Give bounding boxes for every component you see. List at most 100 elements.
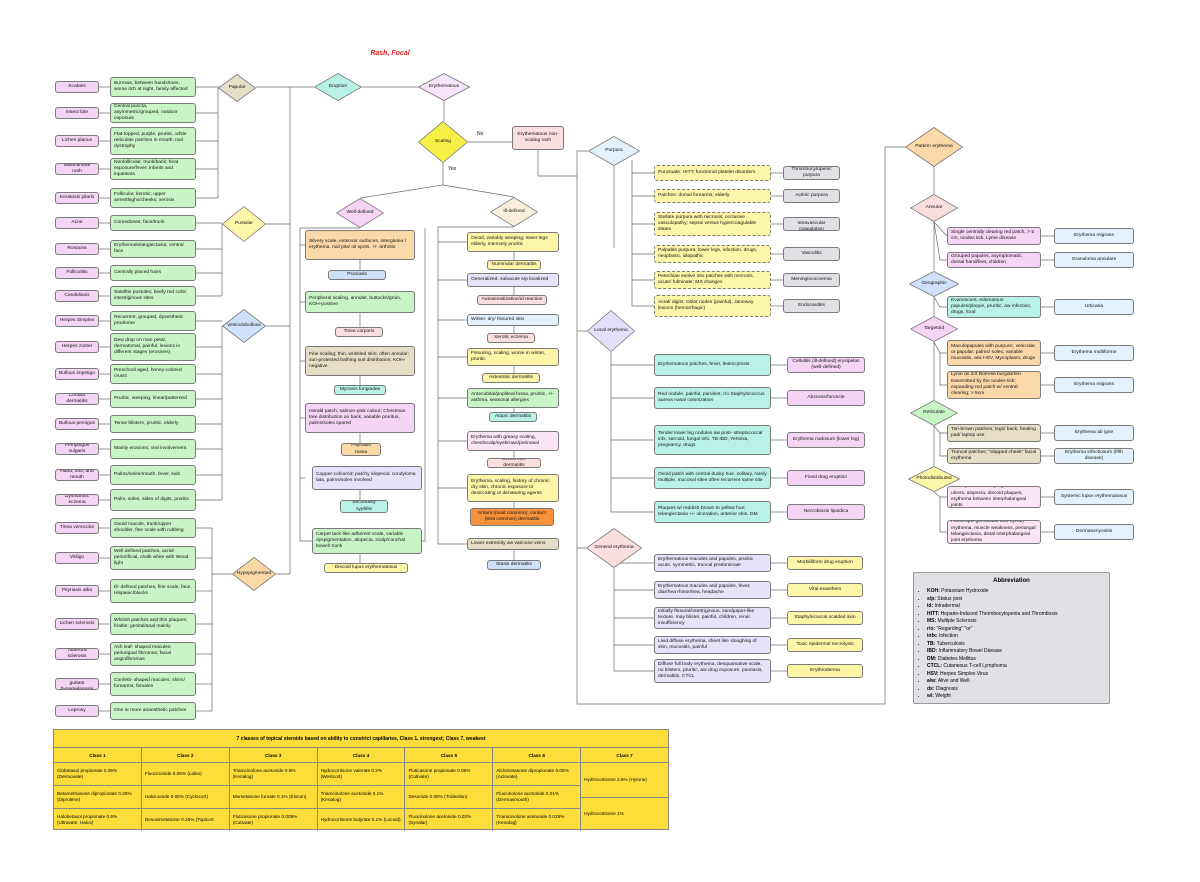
steroid-cell: Triamcinolone acetonide 0.025% (Kenalog) [496, 814, 565, 825]
id-dx-7: Stasis dermatitis [487, 560, 541, 570]
abbreviation-item: DM: Diabetes Mellitus [927, 656, 1103, 664]
abbreviation-key: HITT: [927, 610, 940, 617]
local-dx-0: Cellulitis (ill-defined) erysipelas (wel… [787, 357, 865, 373]
general-dx-0: Morbilliform drug eruption [787, 556, 863, 570]
wd-dx-2: Mycosis fungoides [334, 385, 386, 395]
steroid-cell: Hydrocortisone 1% [584, 811, 624, 817]
steroid-cell: Halcinonide 0.05% (Cyclocort) [141, 786, 229, 809]
wd-desc-5: Carpet tack-like adherent scale, variabl… [312, 528, 422, 554]
vesiculobullous-diamond: Vesiculobullous [222, 309, 266, 343]
steroid-cell: Triamcinolone acetonide 0.1% (Kenalog) [317, 786, 405, 809]
pattern-dx-7: Systemic lupus erythematosus [1054, 489, 1134, 505]
purpura-dx-0: Thrombocytopenic purpura [783, 166, 840, 180]
local-desc-0: Erythematous patches, fever, leukocytosi… [654, 354, 771, 376]
steroid-class-header: Class 2 [141, 748, 229, 763]
left-desc-3: Nonfollicular, trunk/back; heat exposure… [110, 158, 196, 180]
connector [537, 150, 588, 177]
left-desc-1: Central puncta, asymmetric/grouped, outd… [110, 103, 196, 123]
abbreviation-item: id: Intradermal [927, 603, 1103, 611]
connector [939, 353, 947, 386]
wd-dx-1: Tinea corporis [335, 327, 383, 337]
abbreviation-item: a/w: Alive and Well [927, 678, 1103, 686]
pattern-dx-4: Erythema migrans [1054, 377, 1134, 393]
connector [211, 528, 232, 711]
erythematous-diamond-label: Erythematous [428, 84, 460, 90]
pattern-dx-0: Erythema migrans [1054, 228, 1134, 244]
steroid-cell: Fluocinolone acetonide 0.02% (Synalar) [408, 814, 472, 825]
steroid-table: 7 classes of topical steroids based on a… [53, 729, 669, 831]
abbreviation-value: "Regarding" "or" [935, 625, 973, 632]
scaling-diamond-label: Scaling [434, 139, 452, 145]
left-dx-21: Tuberous sclerosis [55, 648, 99, 660]
connector [422, 228, 426, 542]
steroid-cell: Hydrocortisone 2.5% (Hytone) [581, 763, 669, 798]
abbreviation-list: KOH: Potassium Hydroxides/p: Status post… [920, 588, 1103, 701]
left-desc-12: Pruritic, weeping, linear/patterned [110, 390, 196, 408]
abbreviation-value: Cutaneous T-cell Lymphoma [942, 663, 1007, 669]
left-desc-11: Preschool aged, honey-colored crusts [110, 364, 196, 384]
connector [939, 497, 947, 533]
steroid-cell: Hydrocortisone valerate 0.2% (Westcort) [317, 763, 405, 786]
steroid-cell: Triamcinolone acetonide 0.5% (Kenalog) [229, 763, 317, 786]
purpura-dx-4: Meningiococcemia [783, 273, 840, 287]
connector [933, 491, 947, 498]
id-dx-2: Xerotic eczema [487, 333, 535, 343]
left-dx-18: Vitiligo [55, 552, 99, 564]
id-desc-1: Generalized, subacute s/p localized [467, 273, 559, 287]
abbreviation-panel: Abbreviation KOH: Potassium Hydroxides/p… [913, 572, 1110, 704]
abbreviation-key: IBD: [927, 648, 938, 654]
pustular-diamond-label: Pustular [235, 221, 253, 227]
pattern-dx-1: Granuloma annulare [1054, 252, 1134, 268]
steroid-cell: Fluocinolone acetonide 0.01% (Dermasmoot… [493, 786, 581, 809]
targetoid-diamond: Targetoid [910, 316, 958, 342]
abbreviation-value: Potassium Hydroxide [939, 588, 989, 594]
abbreviation-key: DM: [927, 655, 937, 662]
left-desc-15: Palms/soles/mouth, fever, kids [110, 465, 196, 485]
left-desc-19: Ill- defined patches, fine scale, face, … [110, 579, 196, 603]
local-dx-4: Necrobiosis lipoidica [787, 504, 865, 520]
local-desc-3: Ovoid patch with central dusky hue, soli… [654, 467, 771, 489]
left-desc-21: Ash leaf- shaped macules; periungual fib… [110, 642, 196, 666]
connector [359, 163, 444, 199]
left-dx-20: Lichen sclerosis [55, 618, 99, 630]
abbreviation-value: Herpes Simplex Virus [938, 670, 989, 677]
abbreviation-item: MS: Multiple Sclerosis [927, 618, 1103, 626]
connector [933, 341, 947, 354]
steroid-cell: Hydrocortisone butyrate 0.1% (Locoid) [320, 817, 401, 823]
abbreviation-item: w/: Weight [927, 693, 1103, 701]
pattern-desc-3: Maculopapules with purpuric, vesicular, … [947, 340, 1041, 366]
purpura-desc-4: Petechiae evolve into patches with necro… [654, 271, 771, 289]
purpura-diamond-label: Purpura [605, 148, 623, 154]
pattern-dx-6: Erythema infectiosum (fifth disease) [1054, 448, 1134, 464]
local-erythema-diamond-label: Local erythema [594, 328, 628, 334]
no-label: No [477, 131, 484, 137]
pattern-dx-3: Erythema multiforme [1054, 345, 1134, 361]
nonscaling-rash-box: Erythematous non-scaling rash [512, 126, 564, 150]
general-desc-1: Erythematous macules and papules, fever,… [654, 581, 771, 599]
left-dx-11: Bullous impetigo [55, 368, 99, 380]
pattern-dx-5: Erythema ab igne [1054, 425, 1134, 441]
steroid-cell: Mometasone furoate 0.1% (Elocon) [229, 786, 317, 809]
scaling-diamond: Scaling [418, 121, 468, 163]
left-dx-7: Folliculitis [55, 267, 99, 279]
purpura-desc-1: Patches: dorsal forearms; elderly [654, 189, 771, 203]
purpura-dx-2: Disseminated intravascular coagulation [783, 217, 840, 231]
abbreviation-item: infx: Infection [927, 633, 1103, 641]
abbreviation-item: dx: Diagnosis [927, 686, 1103, 694]
connector [933, 221, 948, 237]
abbreviation-key: w/: [927, 693, 934, 699]
id-desc-5: Erythema with greasy scaling, chest/scal… [467, 431, 559, 451]
id-desc-0: Ovoid, variably weeping; lower legs elde… [467, 232, 559, 252]
steroid-cell: Fluticasone propionate 0.005% (Cutivate) [232, 814, 298, 825]
id-dx-4: Atopic dermatitis [489, 412, 537, 422]
pattern-desc-1: Grouped papules, asymptomatic, dorsal ha… [947, 252, 1041, 268]
left-desc-20: Whitish patches and thin plaques; friabl… [110, 613, 196, 635]
local-dx-2: Erythema nodosum (lower leg) [787, 432, 865, 448]
reticulate-diamond-label: Reticulate [923, 410, 945, 416]
abbreviation-key: MS: [927, 618, 937, 624]
abbreviation-key: s/p: [927, 595, 936, 602]
abbreviation-value: Weight [933, 693, 951, 699]
wd-dx-3: Pityriasis rosea [341, 443, 381, 456]
left-dx-14: Pemphigus vulgaris [55, 443, 99, 455]
